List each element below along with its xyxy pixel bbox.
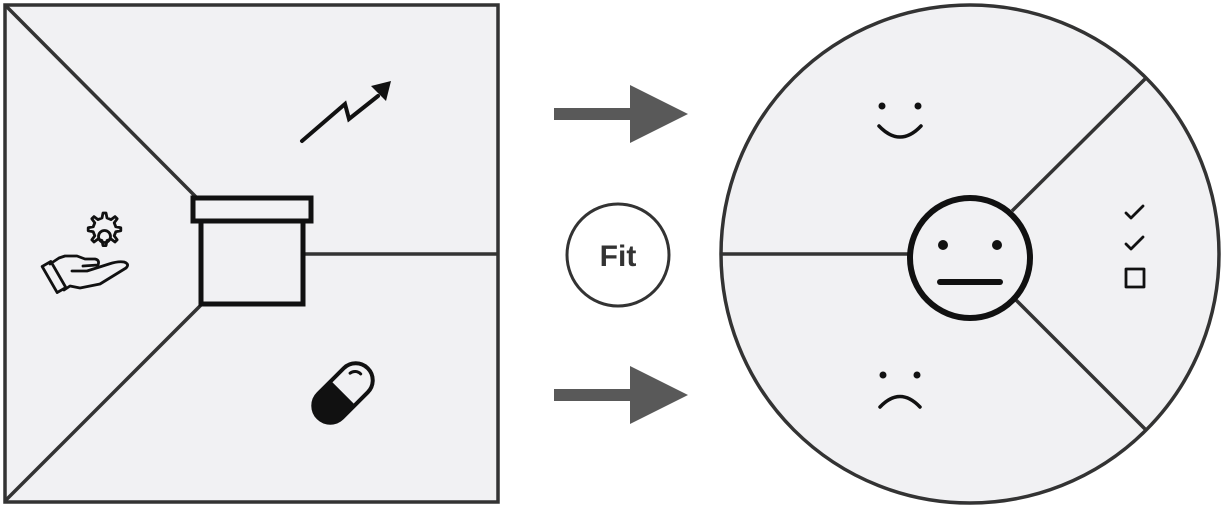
divider-bottom-right — [1013, 297, 1148, 432]
checklist-icon — [1124, 204, 1146, 289]
fit-circle — [565, 202, 671, 308]
hand-with-gear-icon — [40, 211, 129, 294]
smiling-face-icon — [877, 102, 923, 139]
customer-profile-circle — [719, 3, 1221, 505]
box-icon — [190, 195, 314, 307]
divider-bottom-left — [4, 302, 204, 502]
trending-up-arrow-icon — [300, 81, 391, 143]
fit-badge: Fit — [565, 202, 671, 308]
frowning-face-icon — [878, 371, 922, 409]
divider-top-right — [1010, 76, 1148, 213]
pill-capsule-icon — [311, 361, 375, 425]
check-mark-1 — [1124, 204, 1145, 220]
divider-top-left — [4, 4, 199, 200]
arrow-top — [554, 85, 688, 143]
value-map-square — [3, 3, 500, 504]
arrow-bottom — [554, 366, 688, 424]
empty-checkbox — [1124, 267, 1146, 289]
fit-label: Fit — [600, 240, 637, 273]
check-mark-2 — [1124, 235, 1145, 251]
neutral-face-icon — [907, 195, 1033, 321]
